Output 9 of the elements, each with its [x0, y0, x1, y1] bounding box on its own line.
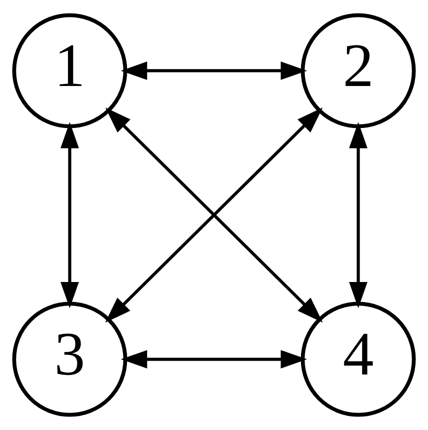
node-circle: 1 [12, 13, 128, 128]
node-circle: 2 [300, 13, 416, 128]
arrow [120, 62, 308, 80]
arrow [60, 122, 79, 308]
arrow [105, 107, 323, 323]
node-circle: 3 [12, 302, 128, 417]
arrow [120, 350, 308, 368]
arrow [349, 122, 368, 308]
node-circle: 4 [300, 302, 416, 417]
